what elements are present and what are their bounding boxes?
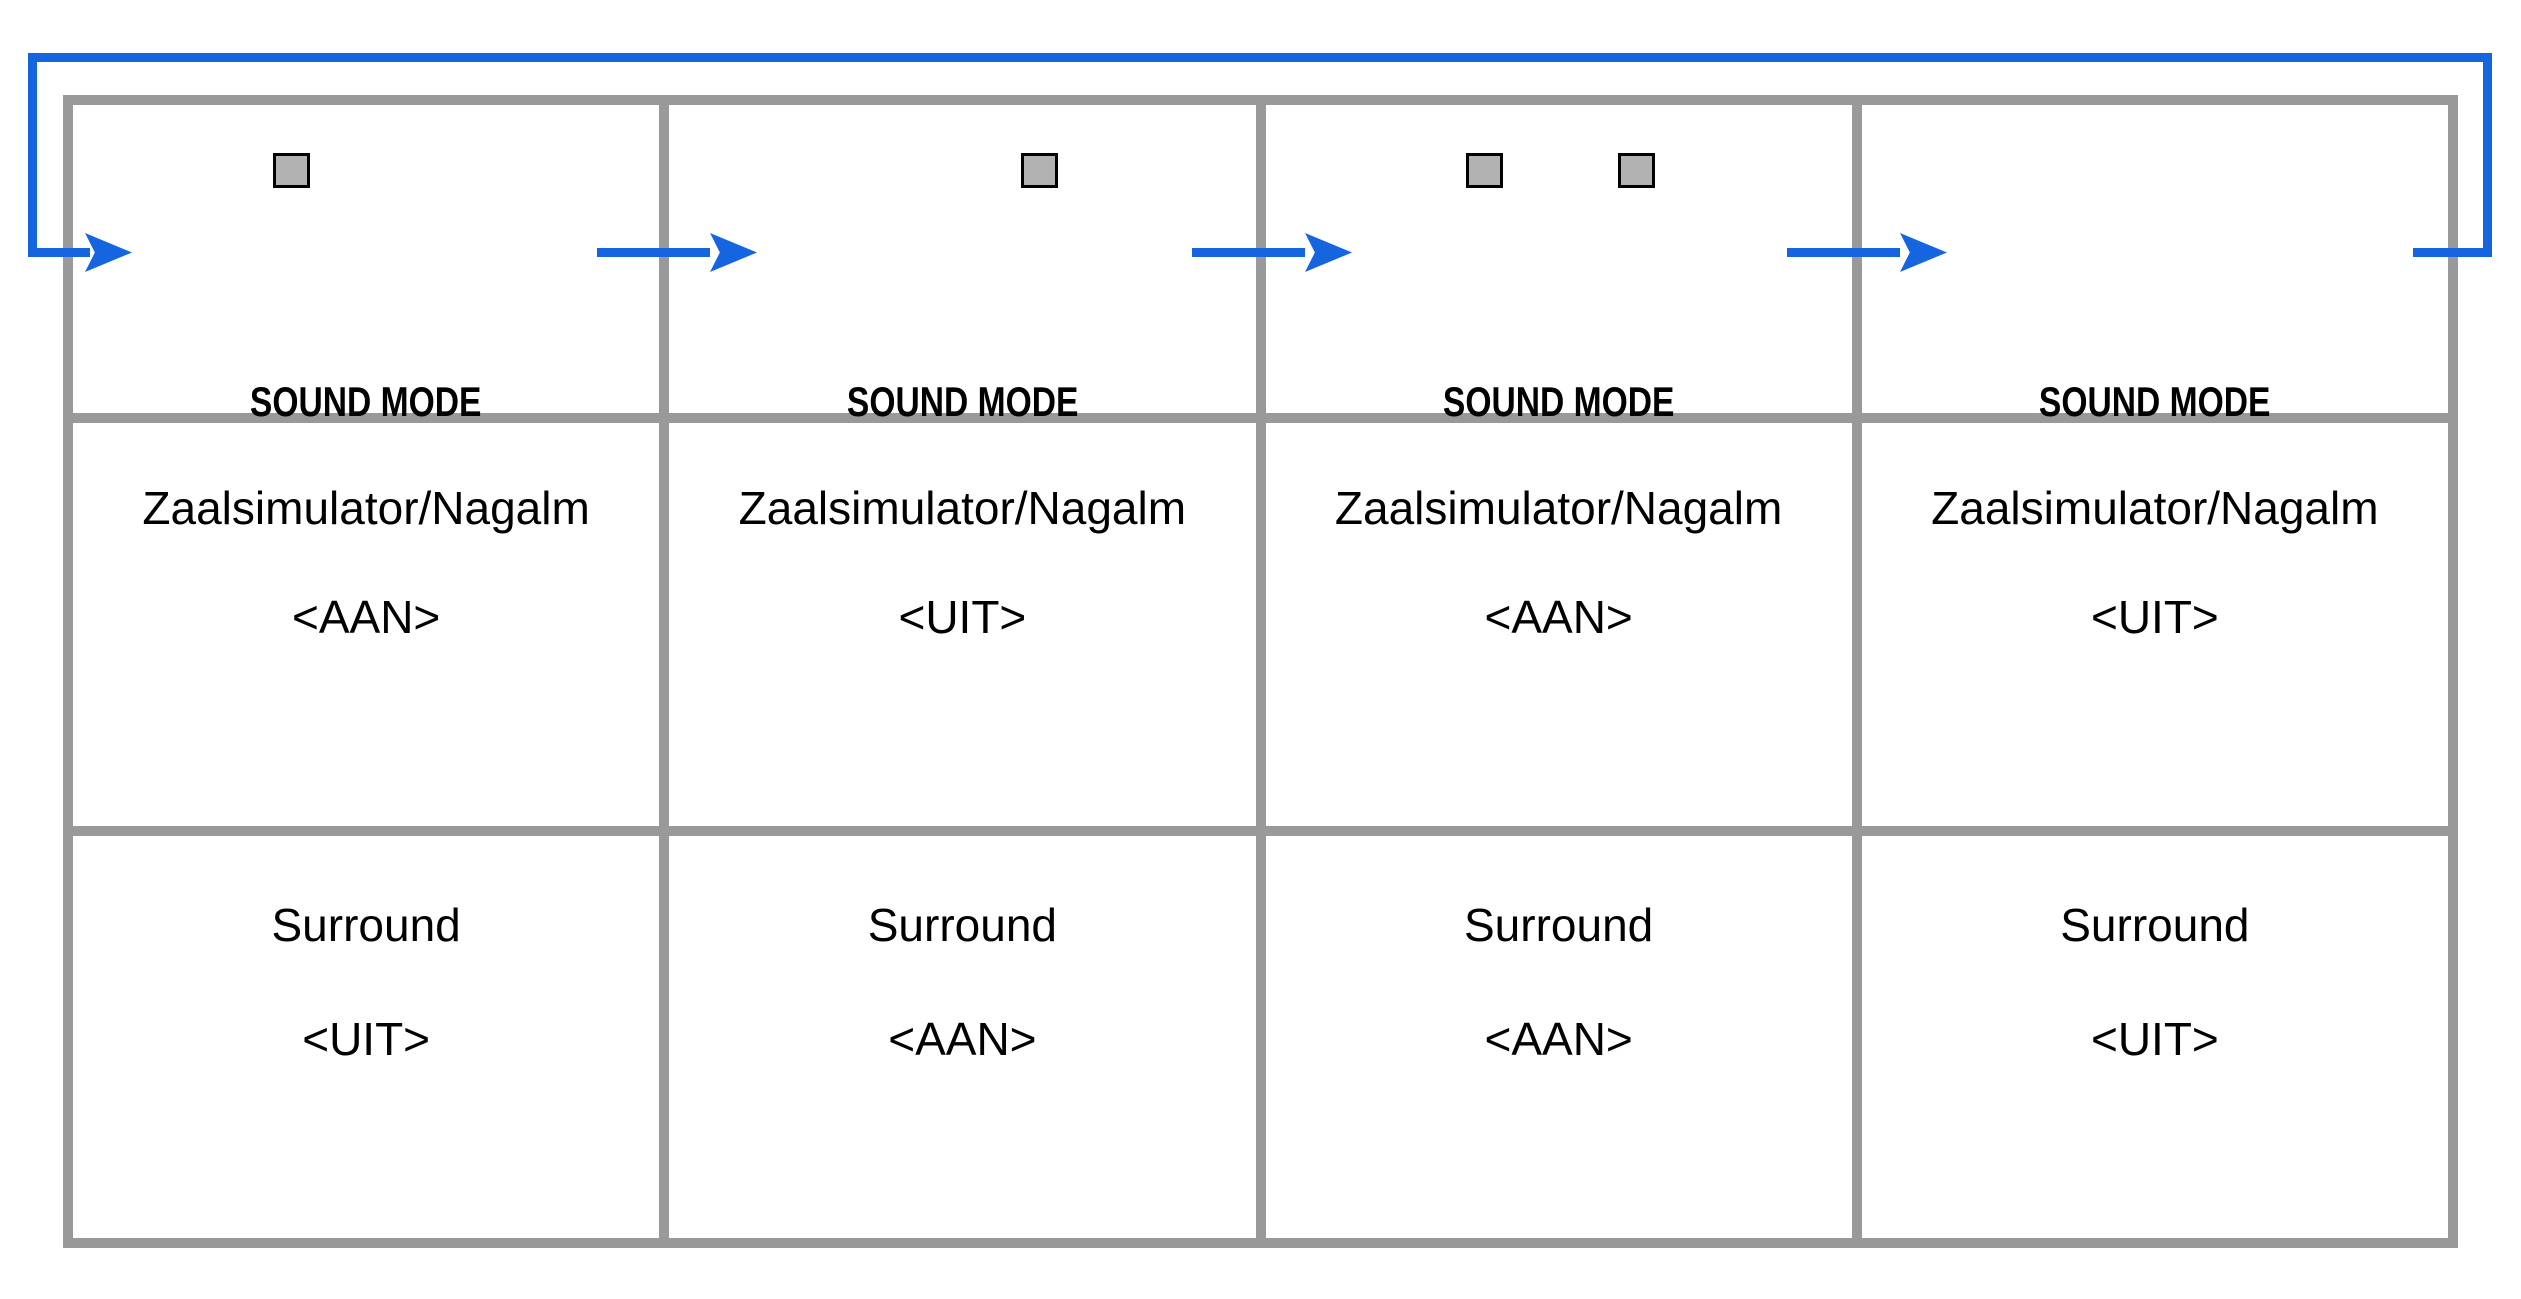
surround-state: <AAN> xyxy=(888,1013,1037,1065)
zaalsimulator-label: Zaalsimulator/Nagalm xyxy=(142,482,590,534)
display-indicator-left xyxy=(1465,153,1503,188)
display-indicator-right xyxy=(1021,153,1059,188)
sound-mode-button: SOUND MODE xyxy=(1862,381,2448,423)
zaalsimulator-state: <UIT> xyxy=(2090,591,2219,643)
state-table: SOUND MODE SOUND MODE SOUND MODE SOUND M… xyxy=(63,95,2458,1248)
surround-cell-4: Surround <UIT> xyxy=(1861,836,2448,1238)
loop-connector-top xyxy=(28,53,2492,62)
surround-label: Surround xyxy=(2060,899,2250,951)
sound-mode-button: SOUND MODE xyxy=(73,381,659,423)
sound-mode-label: SOUND MODE xyxy=(846,378,1079,425)
sound-mode-label: SOUND MODE xyxy=(1442,378,1675,425)
surround-label: Surround xyxy=(1464,899,1654,951)
surround-state: <AAN> xyxy=(1484,1013,1633,1065)
button-cell-2: SOUND MODE xyxy=(669,105,1256,413)
surround-cell-1: Surround <UIT> xyxy=(73,836,660,1238)
surround-cell-3: Surround <AAN> xyxy=(1265,836,1852,1238)
zaalsimulator-label: Zaalsimulator/Nagalm xyxy=(1931,482,2379,534)
surround-label: Surround xyxy=(867,899,1057,951)
display-indicator-left xyxy=(273,153,311,188)
zaalsimulator-state: <AAN> xyxy=(1484,591,1633,643)
surround-cell-2: Surround <AAN> xyxy=(669,836,1256,1238)
zaalsimulator-state: <UIT> xyxy=(898,591,1027,643)
surround-label: Surround xyxy=(271,899,461,951)
surround-state: <UIT> xyxy=(302,1013,431,1065)
button-cell-4: SOUND MODE xyxy=(1861,105,2448,413)
sound-mode-label: SOUND MODE xyxy=(250,378,482,425)
sound-mode-button: SOUND MODE xyxy=(1266,381,1852,423)
zaalsimulator-cell-1: Zaalsimulator/Nagalm <AAN> xyxy=(73,423,660,826)
zaalsimulator-state: <AAN> xyxy=(291,591,441,643)
display-indicator-right xyxy=(1617,153,1655,188)
surround-state: <UIT> xyxy=(2090,1013,2219,1065)
zaalsimulator-label: Zaalsimulator/Nagalm xyxy=(1334,482,1783,534)
zaalsimulator-cell-2: Zaalsimulator/Nagalm <UIT> xyxy=(669,423,1256,826)
loop-connector-left xyxy=(28,53,37,257)
button-cell-3: SOUND MODE xyxy=(1265,105,1852,413)
button-cell-1: SOUND MODE xyxy=(73,105,660,413)
sound-mode-button: SOUND MODE xyxy=(669,381,1255,423)
sound-mode-label: SOUND MODE xyxy=(2039,378,2271,425)
zaalsimulator-cell-3: Zaalsimulator/Nagalm <AAN> xyxy=(1265,423,1852,826)
zaalsimulator-cell-4: Zaalsimulator/Nagalm <UIT> xyxy=(1861,423,2448,826)
loop-connector-right xyxy=(2483,53,2492,257)
zaalsimulator-label: Zaalsimulator/Nagalm xyxy=(738,482,1187,534)
